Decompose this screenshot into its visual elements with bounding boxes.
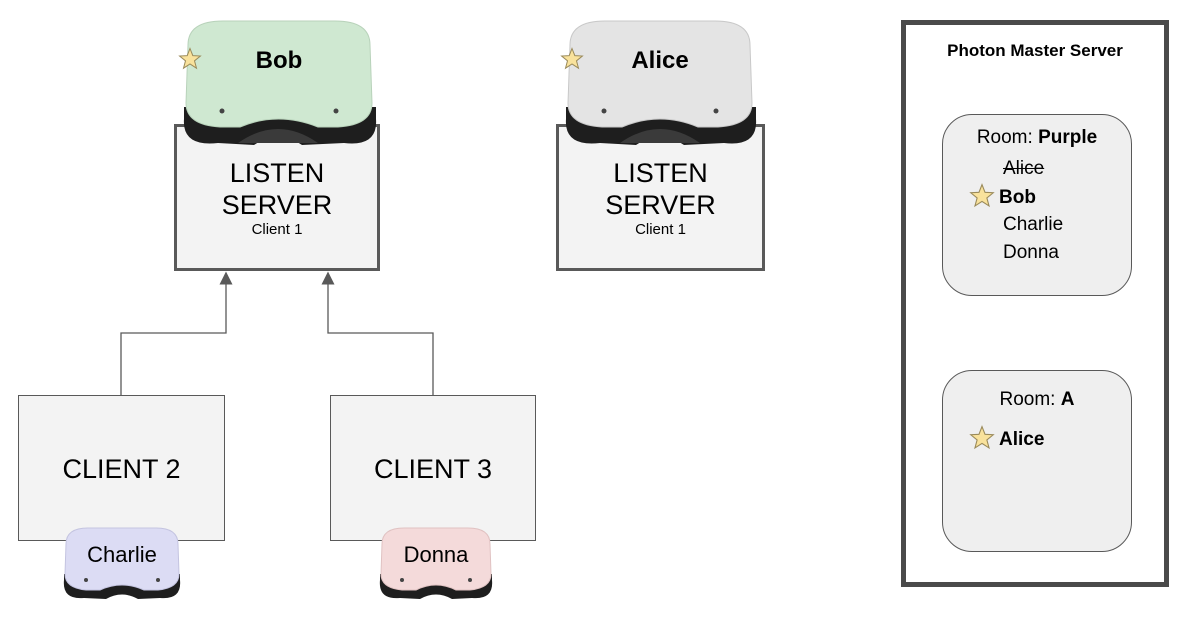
- room-member-removed: Alice: [1003, 158, 1045, 179]
- headset-charlie: Charlie: [60, 524, 184, 600]
- room-purple: Room: Purple Alice Bob Charlie Donna: [942, 114, 1132, 296]
- headset-donna: Donna: [376, 524, 496, 600]
- vr-headset-icon: [183, 20, 377, 145]
- vr-headset-icon: [379, 527, 493, 599]
- room-prefix: Room:: [999, 389, 1061, 410]
- star-icon: [178, 47, 202, 70]
- vr-headset-icon: [63, 527, 181, 599]
- headset-bob: Bob: [178, 15, 380, 145]
- room-member-name: Alice: [999, 429, 1045, 450]
- client-3-box: CLIENT 3: [330, 395, 536, 541]
- room-title: Room: A: [943, 389, 1131, 411]
- room-name: Purple: [1038, 127, 1098, 148]
- photon-master-server: Photon Master Server Room: Purple Alice …: [901, 20, 1169, 587]
- headset-user-charlie: Charlie: [87, 542, 157, 567]
- client-3-label: CLIENT 3: [373, 454, 493, 484]
- room-title: Room: Purple: [943, 127, 1131, 149]
- client-2-box: CLIENT 2: [18, 395, 225, 541]
- listen-server-label-line1: LISTEN: [613, 158, 708, 188]
- headset-user-bob: Bob: [255, 47, 303, 74]
- room-name: A: [1060, 389, 1075, 410]
- master-server-title: Photon Master Server: [947, 41, 1123, 60]
- listen-server-label-line2: SERVER: [605, 190, 716, 220]
- listen-server-subtitle: Client 1: [251, 221, 303, 238]
- headset-alice: Alice: [560, 15, 760, 145]
- room-a: Room: A Alice: [942, 370, 1132, 552]
- room-member: Charlie: [1003, 214, 1064, 235]
- arrow-client2-to-listen-server: [120, 271, 233, 395]
- room-member-host: Alice: [969, 425, 1044, 454]
- room-member: Donna: [1003, 242, 1059, 263]
- arrow-client3-to-listen-server: [321, 271, 434, 395]
- listen-server-bob-box: LISTEN SERVER Client 1: [174, 124, 380, 271]
- headset-user-alice: Alice: [631, 47, 689, 74]
- room-prefix: Room:: [976, 127, 1039, 148]
- listen-server-subtitle: Client 1: [635, 221, 686, 238]
- listen-server-label-line2: SERVER: [221, 190, 333, 220]
- listen-server-label-line1: LISTEN: [229, 158, 325, 188]
- room-member-name: Bob: [999, 187, 1036, 208]
- headset-user-donna: Donna: [403, 542, 469, 567]
- vr-headset-icon: [565, 20, 757, 145]
- client-2-label: CLIENT 2: [62, 454, 181, 484]
- room-member-host: Bob: [969, 183, 1036, 212]
- listen-server-alice-box: LISTEN SERVER Client 1: [556, 124, 765, 271]
- star-icon: [969, 183, 995, 208]
- star-icon: [969, 425, 995, 450]
- star-icon: [560, 47, 584, 70]
